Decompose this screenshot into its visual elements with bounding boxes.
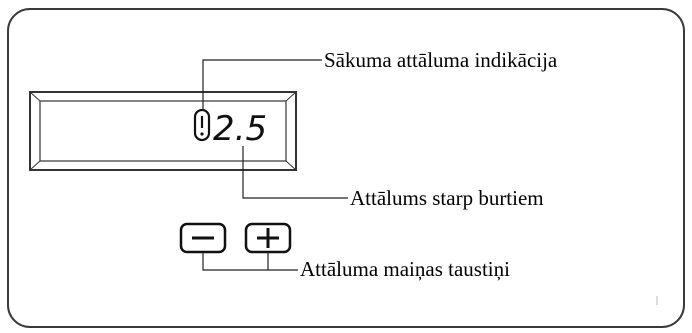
leader-letter-spacing bbox=[242, 146, 348, 199]
leader-start-distance bbox=[202, 59, 322, 111]
lcd-bevel-br bbox=[285, 160, 297, 171]
lcd-value: 2.5 bbox=[213, 109, 267, 149]
label-start-distance-indication: Sākuma attāluma indikācija bbox=[324, 48, 558, 72]
lcd-display: 2.5 bbox=[29, 91, 297, 171]
label-letter-spacing: Attālums starp burtiem bbox=[350, 186, 544, 210]
minus-button[interactable] bbox=[179, 222, 227, 254]
panel-outline bbox=[7, 8, 685, 328]
lcd-bevel-tl bbox=[29, 91, 41, 102]
plus-button[interactable] bbox=[244, 222, 292, 254]
lcd-inner bbox=[39, 100, 287, 162]
lcd-bevel-tr bbox=[285, 91, 297, 102]
label-distance-change-keys: Attāluma maiņas taustiņi bbox=[300, 257, 510, 281]
plus-icon bbox=[257, 228, 279, 248]
start-distance-icon bbox=[193, 108, 211, 142]
lcd-bevel-bl bbox=[29, 160, 41, 171]
leader-distance-keys bbox=[202, 252, 269, 271]
